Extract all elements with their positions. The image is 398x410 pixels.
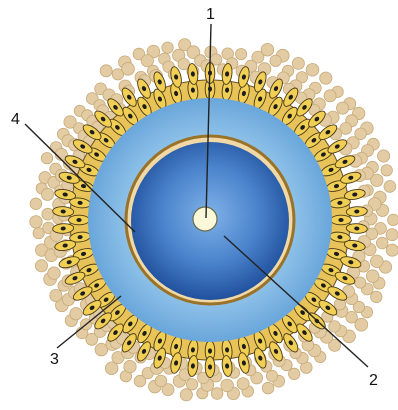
cumulus-cell <box>337 102 349 114</box>
cumulus-cell <box>186 379 197 390</box>
cumulus-cell <box>320 72 332 84</box>
label-1: 1 <box>206 6 215 23</box>
cumulus-cell <box>371 255 384 268</box>
cumulus-cell <box>376 237 388 249</box>
cumulus-cell <box>48 267 60 279</box>
cumulus-cell <box>378 150 390 162</box>
cumulus-cell <box>262 382 274 394</box>
cumulus-cell <box>366 270 379 283</box>
cumulus-cell <box>386 244 398 256</box>
cumulus-cell <box>324 90 336 102</box>
cumulus-cell <box>221 379 234 392</box>
cumulus-cell <box>381 165 392 176</box>
cumulus-cell <box>70 308 82 320</box>
cumulus-cell <box>371 291 382 302</box>
cumulus-cell <box>306 64 319 77</box>
corona-cell <box>339 170 362 185</box>
cumulus-cell <box>270 55 281 66</box>
cumulus-cell <box>211 388 223 400</box>
cumulus-cell <box>141 55 153 67</box>
cumulus-cell <box>30 198 42 210</box>
label-4: 4 <box>11 111 20 128</box>
label-2: 2 <box>369 372 378 389</box>
cumulus-cell <box>122 62 135 75</box>
cumulus-cell <box>41 188 53 200</box>
cumulus-cell <box>329 321 341 333</box>
cumulus-cell <box>155 375 167 387</box>
corona-cell <box>331 215 352 225</box>
cumulus-cell <box>42 208 54 220</box>
cumulus-cell <box>124 360 136 372</box>
cumulus-cell <box>41 153 52 164</box>
cumulus-cell <box>384 181 396 193</box>
label-3: 3 <box>50 351 59 368</box>
cumulus-cell <box>236 49 247 60</box>
cumulus-cell <box>237 378 249 390</box>
cumulus-cell <box>30 216 42 228</box>
corona-cell <box>333 153 356 170</box>
cumulus-cell <box>292 57 304 69</box>
corona-cell <box>69 215 90 225</box>
cumulus-cell <box>50 289 62 301</box>
cumulus-cell <box>100 65 112 77</box>
cumulus-cell <box>355 277 366 288</box>
cumulus-cell <box>388 214 398 225</box>
cumulus-cell <box>180 389 192 401</box>
cell-nucleus <box>193 207 217 231</box>
cumulus-cell <box>386 229 398 241</box>
corona-cell <box>205 357 215 378</box>
cumulus-cell <box>162 42 173 53</box>
cumulus-cell <box>35 260 47 272</box>
